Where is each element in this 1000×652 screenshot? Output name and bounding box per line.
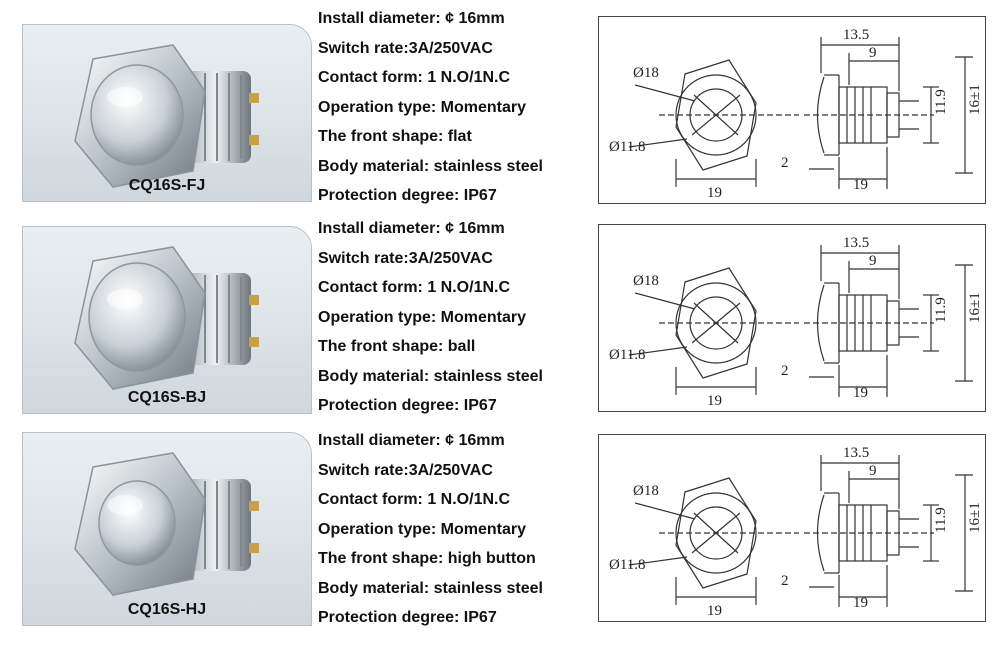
dim-overall-height: 16±1 (967, 84, 983, 115)
switch-image (74, 246, 259, 390)
dim-sub-length: 9 (869, 463, 877, 479)
product-photo: CQ16S-BJ (22, 226, 312, 414)
dim-thread: 2 (781, 573, 789, 589)
spec-line: Install diameter: ¢ 16mm (318, 10, 505, 27)
product-photo: CQ16S-HJ (22, 432, 312, 626)
dim-overall-height: 16±1 (967, 502, 983, 533)
switch-image (74, 44, 259, 188)
dim-inner-diameter: Ø11.8 (609, 557, 646, 573)
spec-line: Body material: stainless steel (318, 157, 543, 175)
spec-line: Operation type: Momentary (318, 520, 527, 538)
dim-body-length: 19 (853, 177, 868, 193)
switch-image (74, 452, 259, 596)
spec-line: Protection degree: IP67 (318, 397, 497, 414)
dim-total-length: 13.5 (843, 235, 869, 251)
dimension-drawing: Ø18 Ø11.8 19 13.5 9 2 19 11.9 16±1 (609, 445, 983, 619)
spec-line: Operation type: Momentary (318, 308, 527, 326)
technical-drawing: Ø18 Ø11.8 19 13.5 9 2 19 11.9 16±1 (598, 434, 986, 622)
spec-line: Install diameter: ¢ 16mm (318, 432, 505, 449)
spec-line: Switch rate:3A/250VAC (318, 39, 493, 57)
spec-line: Body material: stainless steel (318, 579, 543, 597)
model-label: CQ16S-FJ (128, 177, 206, 194)
dim-body-length: 19 (853, 385, 868, 401)
dim-outer-diameter: Ø18 (633, 273, 659, 289)
technical-drawing: Ø18 Ø11.8 19 13.5 9 2 19 11.9 16±1 (598, 16, 986, 204)
spec-line: Switch rate:3A/250VAC (318, 461, 493, 479)
spec-line: The front shape: flat (318, 128, 472, 145)
dim-sub-length: 9 (869, 253, 877, 269)
spec-line: Install diameter: ¢ 16mm (318, 220, 505, 237)
dim-overall-height: 16±1 (967, 292, 983, 323)
spec-line: Body material: stainless steel (318, 367, 543, 385)
spec-line: Switch rate:3A/250VAC (318, 249, 493, 267)
dim-inner-diameter: Ø11.8 (609, 347, 646, 363)
dim-thread: 2 (781, 363, 789, 379)
product-photo: CQ16S-FJ (22, 24, 312, 202)
spec-line: Operation type: Momentary (318, 98, 527, 116)
dim-outer-diameter: Ø18 (633, 483, 659, 499)
dim-inner-diameter: Ø11.8 (609, 139, 646, 155)
dim-total-length: 13.5 (843, 445, 869, 461)
dim-outer-diameter: Ø18 (633, 65, 659, 81)
dimension-drawing: Ø18 Ø11.8 19 13.5 9 2 19 11.9 16±1 (609, 235, 983, 409)
dim-hex-width: 19 (707, 603, 722, 619)
model-label: CQ16S-HJ (127, 601, 207, 618)
dim-hex-width: 19 (707, 393, 722, 409)
dim-total-length: 13.5 (843, 27, 869, 43)
spec-line: Contact form: 1 N.O/1N.C (318, 491, 511, 508)
dim-terminal-height: 11.9 (933, 89, 949, 115)
spec-line: Contact form: 1 N.O/1N.C (318, 69, 511, 86)
spec-line: Protection degree: IP67 (318, 609, 497, 626)
dim-terminal-height: 11.9 (933, 507, 949, 533)
spec-line: The front shape: high button (318, 550, 536, 567)
spec-line: The front shape: ball (318, 338, 476, 355)
dim-hex-width: 19 (707, 185, 722, 201)
spec-line: Contact form: 1 N.O/1N.C (318, 279, 511, 296)
dim-thread: 2 (781, 155, 789, 171)
technical-drawing: Ø18 Ø11.8 19 13.5 9 2 19 11.9 16±1 (598, 224, 986, 412)
dim-terminal-height: 11.9 (933, 297, 949, 323)
model-label: CQ16S-BJ (127, 389, 207, 406)
dim-sub-length: 9 (869, 45, 877, 61)
spec-line: Protection degree: IP67 (318, 187, 497, 204)
dim-body-length: 19 (853, 595, 868, 611)
dimension-drawing: Ø18 Ø11.8 19 13.5 9 2 19 11.9 16±1 (609, 27, 983, 201)
